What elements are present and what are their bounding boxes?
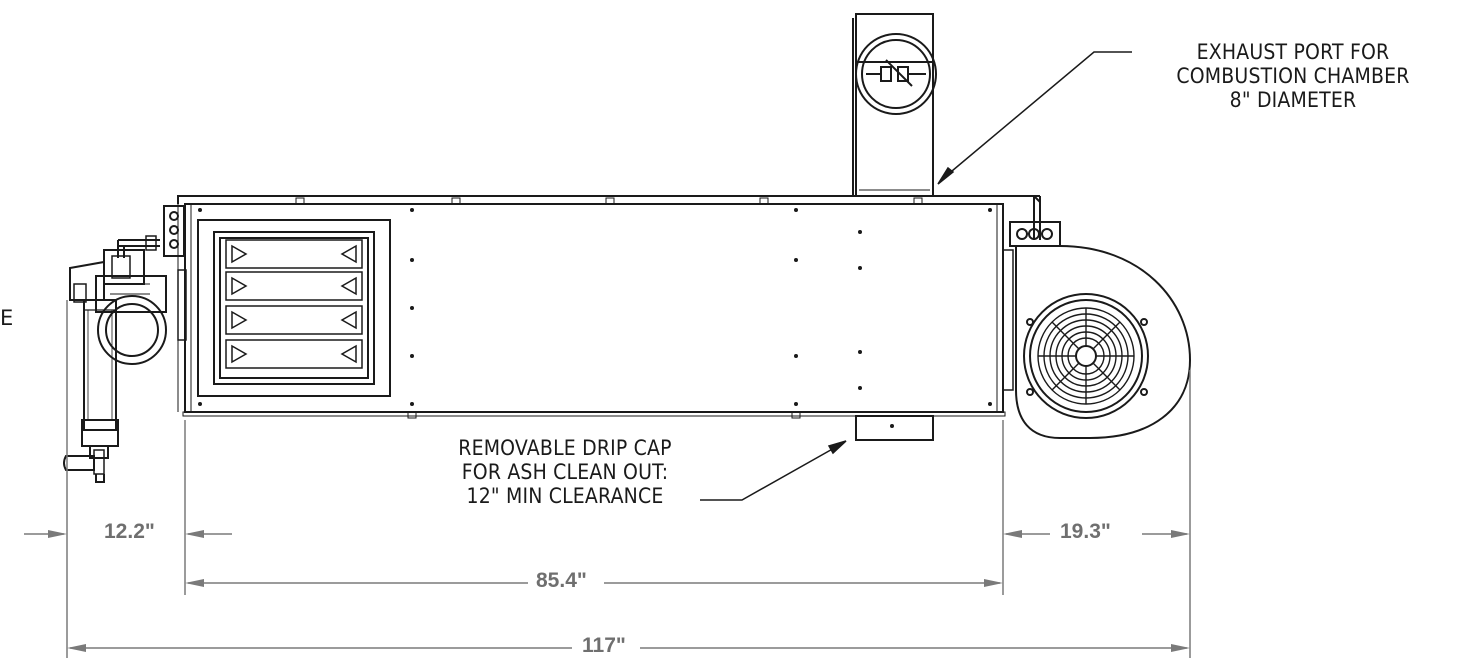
drip-cap-leader [700, 440, 847, 501]
burner-assembly [63, 205, 187, 483]
left-cut-text: E [0, 306, 14, 330]
louver-panel [197, 219, 391, 397]
exhaust-stack [852, 13, 937, 197]
dimension-blower: 19.3" [1056, 520, 1115, 544]
drip-cap [855, 415, 934, 441]
dimension-body: 85.4" [532, 569, 591, 593]
dimension-burner: 12.2" [100, 520, 159, 544]
exhaust-note-line-1: EXHAUST PORT FOR [1196, 40, 1390, 64]
exhaust-leader [937, 51, 1132, 185]
exhaust-note-line-2: COMBUSTION CHAMBER [1176, 64, 1410, 88]
blower-assembly [1002, 195, 1192, 439]
drip-cap-note: REMOVABLE DRIP CAP FOR ASH CLEAN OUT: 12… [408, 436, 723, 508]
drip-cap-note-line-2: FOR ASH CLEAN OUT: [461, 460, 669, 484]
exhaust-note-line-3: 8" DIAMETER [1229, 88, 1357, 112]
drip-cap-note-line-3: 12" MIN CLEARANCE [466, 484, 664, 508]
exhaust-port-note: EXHAUST PORT FOR COMBUSTION CHAMBER 8" D… [1145, 40, 1442, 112]
dimension-lines [24, 300, 1191, 658]
drip-cap-note-line-1: REMOVABLE DRIP CAP [458, 436, 672, 460]
dimension-overall: 117" [578, 634, 630, 658]
